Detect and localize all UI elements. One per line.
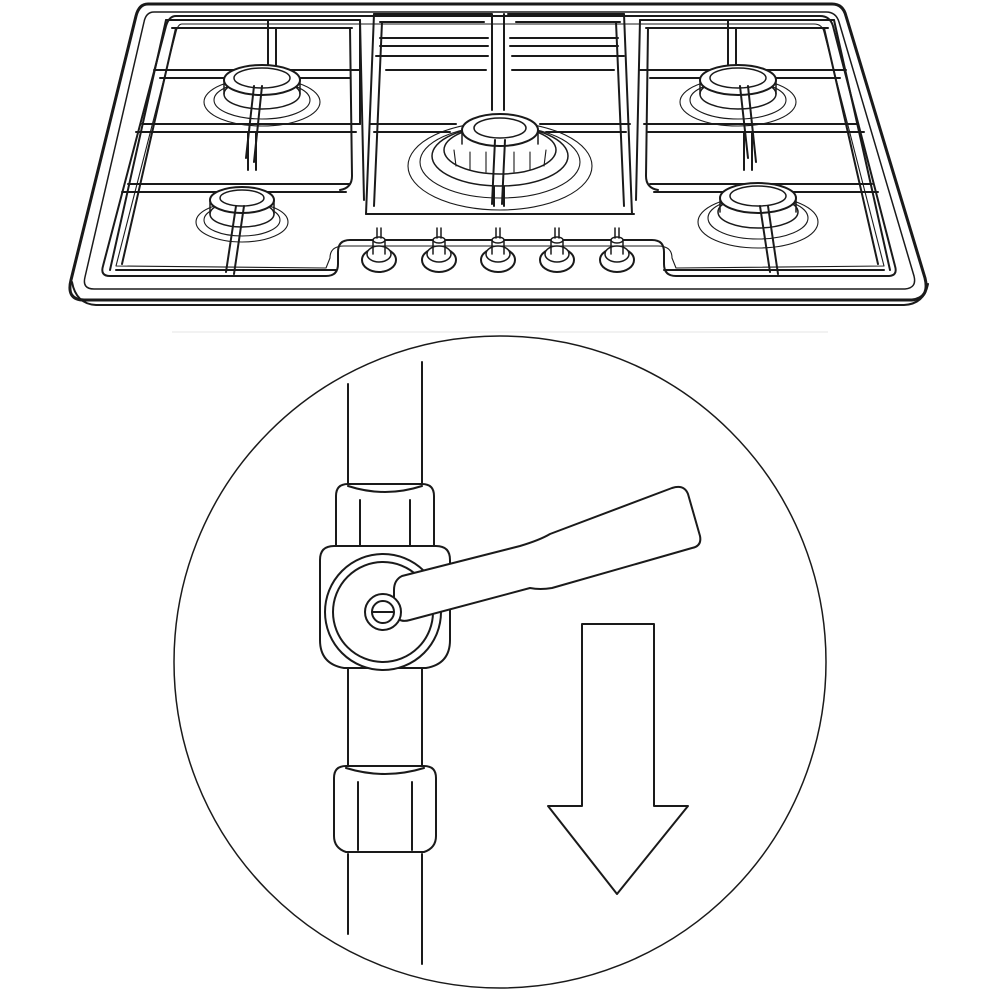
knob-4-icon <box>539 227 575 273</box>
pan-support-center <box>365 13 635 215</box>
detail-circle <box>173 335 827 989</box>
gas-pipe <box>347 361 423 965</box>
knob-1-icon <box>361 227 397 273</box>
gas-hob <box>68 2 929 306</box>
hob-outline <box>68 2 928 302</box>
burner-rear-left <box>203 64 321 163</box>
pan-support-left <box>109 19 365 271</box>
hob-inner-edge <box>83 11 916 290</box>
valve-handle-icon <box>364 485 702 631</box>
burner-center-wok <box>407 113 593 211</box>
lower-nut-icon <box>333 765 437 853</box>
pan-support-right <box>635 19 891 271</box>
knob-3-icon <box>480 227 516 273</box>
hob-well <box>101 15 897 277</box>
arrow-down-icon <box>547 623 689 895</box>
control-knobs <box>361 227 635 273</box>
hob-front-edge <box>71 281 929 306</box>
knob-5-icon <box>599 227 635 273</box>
burner-front-left <box>195 186 289 275</box>
knob-2-icon <box>421 227 457 273</box>
burner-rear-right <box>679 64 797 163</box>
burner-front-right <box>697 182 819 275</box>
gas-valve-detail <box>173 335 827 989</box>
